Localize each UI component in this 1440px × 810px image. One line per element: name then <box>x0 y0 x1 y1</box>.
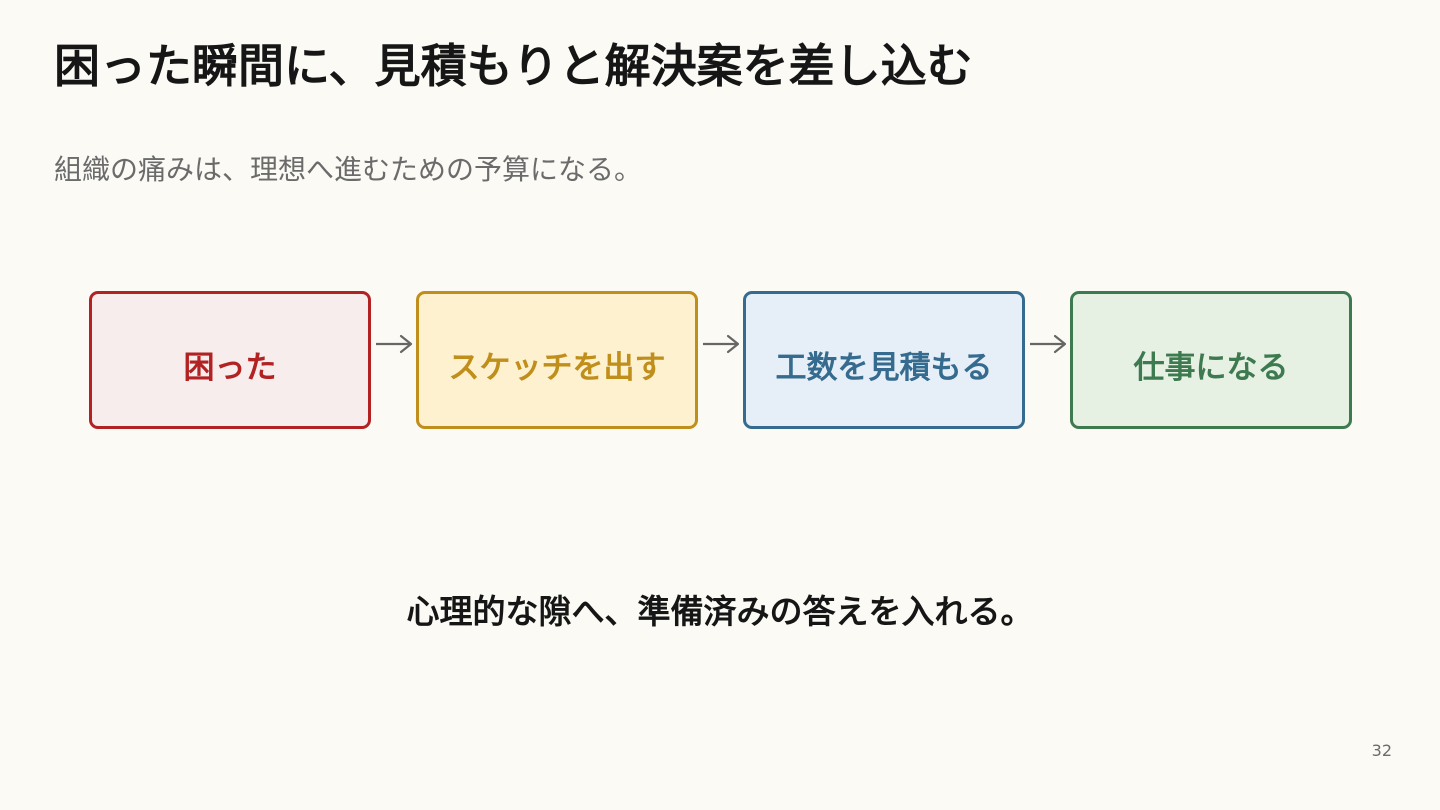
step-label-trouble: 困った <box>183 349 277 386</box>
step-label-sketch: スケッチを出す <box>448 349 666 386</box>
arrow-right-icon <box>376 334 413 354</box>
step-label-job: 仕事になる <box>1133 349 1289 386</box>
step-label-estimate: 工数を見積もる <box>775 349 993 386</box>
step-box-estimate: 工数を見積もる <box>743 291 1025 429</box>
step-box-sketch: スケッチを出す <box>416 291 698 429</box>
arrow-right-icon <box>1030 334 1067 354</box>
page-number: 32 <box>1371 741 1392 760</box>
arrow-right-icon <box>703 334 740 354</box>
slide-subtitle: 組織の痛みは、理想へ進むための予算になる。 <box>54 153 643 186</box>
step-box-trouble: 困った <box>89 291 371 429</box>
step-box-job: 仕事になる <box>1070 291 1352 429</box>
slide-title: 困った瞬間に、見積もりと解決案を差し込む <box>54 39 973 93</box>
conclusion-text: 心理的な隙へ、準備済みの答えを入れる。 <box>406 592 1034 631</box>
process-flow: 困った スケッチを出す 工数を見積もる 仕事になる <box>89 291 1352 429</box>
